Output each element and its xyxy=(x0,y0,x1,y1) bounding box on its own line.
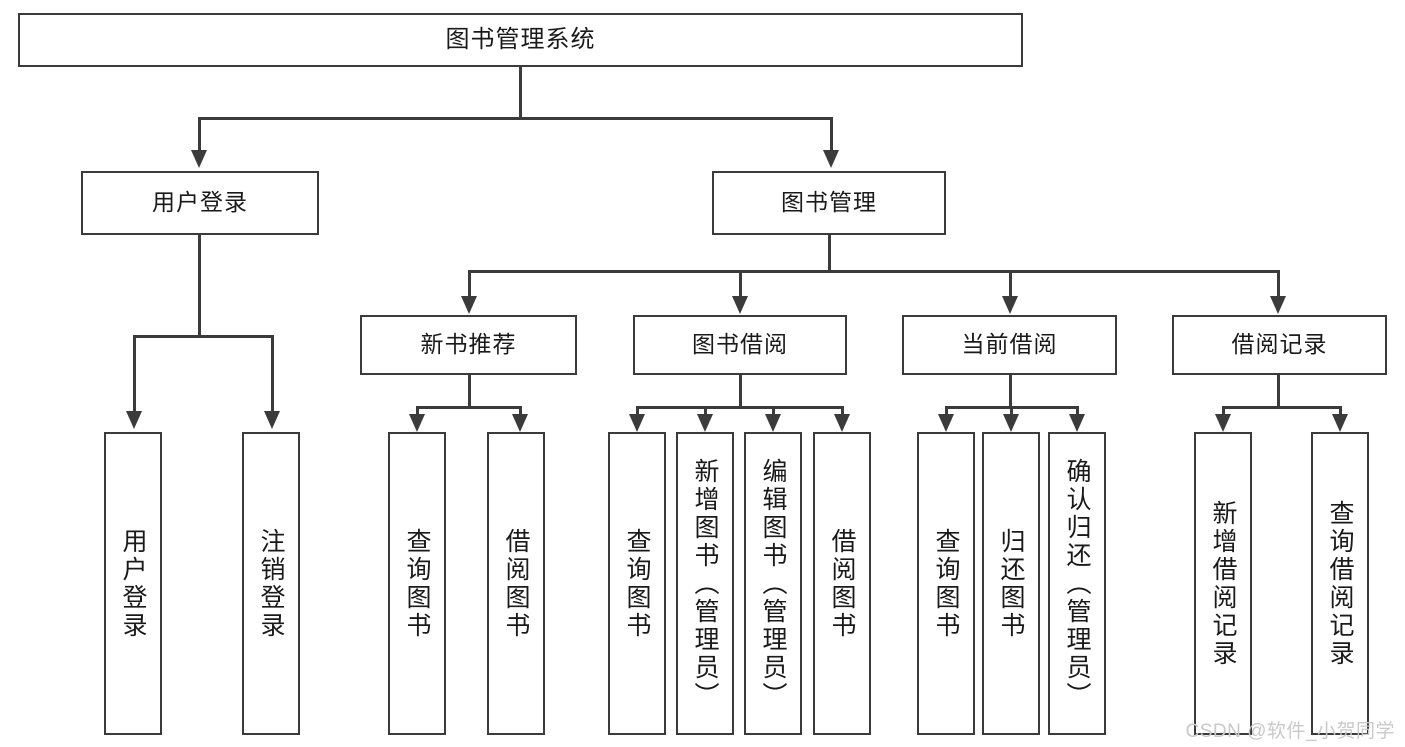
leaf-logout[interactable]: 注销登录 xyxy=(242,432,300,735)
node-book-management[interactable]: 图书管理 xyxy=(712,171,946,235)
arrow-to-leaf-logout xyxy=(264,411,280,429)
connector-bb-drop-1 xyxy=(636,406,639,418)
node-label: 查询借阅记录 xyxy=(1326,499,1354,668)
connector-root-bus xyxy=(198,117,832,120)
connector-book-management-bus xyxy=(468,270,1280,273)
node-label: 新增图书（管理员） xyxy=(691,457,719,710)
node-label: 借阅图书 xyxy=(828,527,856,640)
node-label: 新书推荐 xyxy=(420,331,517,358)
leaf-bb-edit-book-admin[interactable]: 编辑图书（管理员） xyxy=(744,432,802,735)
connector-bb-bus xyxy=(636,406,843,409)
leaf-user-login[interactable]: 用户登录 xyxy=(104,432,162,735)
node-label: 确认归还（管理员） xyxy=(1063,457,1091,710)
arrow-to-bb-leaf-3 xyxy=(765,414,781,432)
node-root-book-management-system[interactable]: 图书管理系统 xyxy=(18,13,1023,67)
connector-root-stem xyxy=(519,67,522,117)
arrow-to-new-book-recommend xyxy=(461,296,477,314)
arrow-to-user-login xyxy=(191,150,207,168)
arrow-to-book-borrow xyxy=(732,296,748,314)
leaf-nbr-query-book[interactable]: 查询图书 xyxy=(388,432,446,735)
node-label: 查询图书 xyxy=(623,527,651,640)
node-user-login[interactable]: 用户登录 xyxy=(81,171,319,235)
connector-br-stem xyxy=(1277,375,1280,406)
connector-user-login-stem xyxy=(198,235,201,335)
connector-bb-drop-3 xyxy=(772,406,775,418)
connector-root-drop-2 xyxy=(830,117,833,152)
connector-nbr-drop-2 xyxy=(519,406,522,418)
connector-cb-drop-3 xyxy=(1076,406,1079,418)
connector-root-drop-1 xyxy=(198,117,201,152)
arrow-to-cb-leaf-2 xyxy=(1003,414,1019,432)
connector-bm-drop-1 xyxy=(468,270,471,298)
leaf-bb-add-book-admin[interactable]: 新增图书（管理员） xyxy=(676,432,734,735)
arrow-to-bb-leaf-2 xyxy=(697,414,713,432)
leaf-cb-return-book[interactable]: 归还图书 xyxy=(982,432,1040,735)
connector-bm-drop-2 xyxy=(739,270,742,298)
node-label: 图书管理 xyxy=(781,189,877,216)
arrow-to-nbr-leaf-2 xyxy=(512,414,528,432)
node-label: 新增借阅记录 xyxy=(1209,499,1237,668)
leaf-bb-query-book[interactable]: 查询图书 xyxy=(608,432,666,735)
arrow-to-current-borrow xyxy=(1002,296,1018,314)
leaf-cb-confirm-return-admin[interactable]: 确认归还（管理员） xyxy=(1048,432,1106,735)
node-label: 图书管理系统 xyxy=(445,25,596,53)
node-label: 当前借阅 xyxy=(961,331,1058,358)
node-label: 借阅图书 xyxy=(502,527,530,640)
node-label: 借阅记录 xyxy=(1231,331,1328,358)
arrow-to-nbr-leaf-1 xyxy=(409,414,425,432)
node-current-borrow[interactable]: 当前借阅 xyxy=(902,315,1117,375)
node-borrow-record[interactable]: 借阅记录 xyxy=(1172,315,1387,375)
leaf-br-add-record[interactable]: 新增借阅记录 xyxy=(1194,432,1252,735)
leaf-nbr-borrow-book[interactable]: 借阅图书 xyxy=(487,432,545,735)
connector-cb-drop-1 xyxy=(945,406,948,418)
connector-cb-stem xyxy=(1009,375,1012,406)
connector-bb-drop-2 xyxy=(704,406,707,418)
arrow-to-bb-leaf-4 xyxy=(834,414,850,432)
leaf-cb-query-book[interactable]: 查询图书 xyxy=(917,432,975,735)
arrow-to-cb-leaf-1 xyxy=(938,414,954,432)
node-label: 用户登录 xyxy=(152,189,248,216)
node-label: 查询图书 xyxy=(932,527,960,640)
arrow-to-book-management xyxy=(823,150,839,168)
connector-br-bus xyxy=(1222,406,1341,409)
arrow-to-cb-leaf-3 xyxy=(1069,414,1085,432)
connector-br-drop-2 xyxy=(1339,406,1342,418)
node-label: 编辑图书（管理员） xyxy=(759,457,787,710)
arrow-to-borrow-record xyxy=(1270,296,1286,314)
node-label: 注销登录 xyxy=(257,527,285,640)
node-label: 归还图书 xyxy=(997,527,1025,640)
arrow-to-br-leaf-1 xyxy=(1215,414,1231,432)
node-label: 查询图书 xyxy=(403,527,431,640)
connector-nbr-drop-1 xyxy=(416,406,419,418)
connector-br-drop-1 xyxy=(1222,406,1225,418)
connector-bm-drop-3 xyxy=(1009,270,1012,298)
arrow-to-leaf-user-login xyxy=(126,411,142,429)
connector-bb-drop-4 xyxy=(841,406,844,418)
node-label: 图书借阅 xyxy=(692,331,788,358)
connector-user-login-bus xyxy=(133,335,273,338)
connector-user-login-drop-2 xyxy=(271,335,274,413)
connector-nbr-stem xyxy=(468,375,471,406)
connector-nbr-bus xyxy=(416,406,521,409)
node-new-book-recommend[interactable]: 新书推荐 xyxy=(360,315,577,375)
connector-user-login-drop-1 xyxy=(133,335,136,413)
leaf-bb-borrow-book[interactable]: 借阅图书 xyxy=(813,432,871,735)
arrow-to-bb-leaf-1 xyxy=(629,414,645,432)
node-label: 用户登录 xyxy=(119,527,147,640)
node-book-borrow[interactable]: 图书借阅 xyxy=(633,315,847,375)
connector-book-management-stem xyxy=(828,235,831,270)
connector-bm-drop-4 xyxy=(1277,270,1280,298)
arrow-to-br-leaf-2 xyxy=(1332,414,1348,432)
connector-bb-stem xyxy=(739,375,742,406)
connector-cb-drop-2 xyxy=(1010,406,1013,418)
leaf-br-query-record[interactable]: 查询借阅记录 xyxy=(1311,432,1369,735)
